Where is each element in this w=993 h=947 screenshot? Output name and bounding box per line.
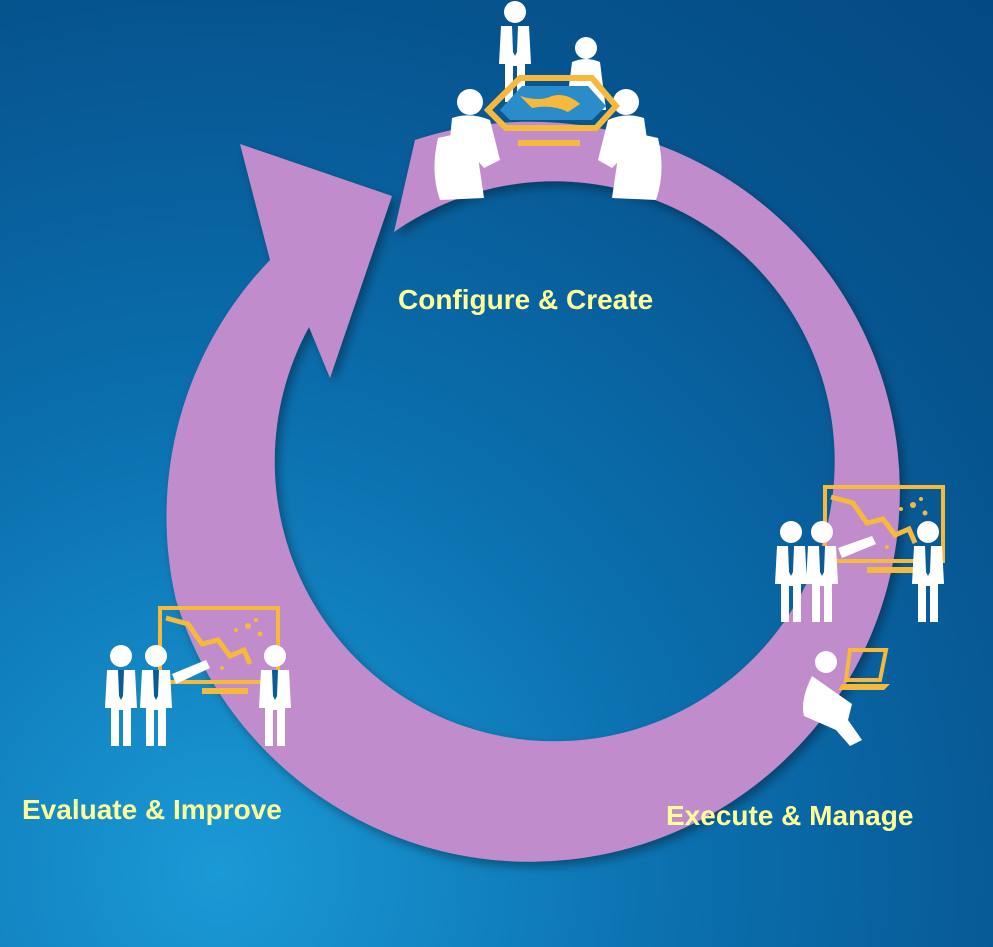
stage-label-evaluate-improve: Evaluate & Improve: [22, 794, 282, 825]
stage-label-execute-manage: Execute & Manage: [666, 800, 914, 831]
map-presentation-icon: [105, 608, 291, 746]
stage-label-configure-create: Configure & Create: [398, 284, 654, 315]
meeting-table-icon: [434, 1, 662, 200]
cycle-arrow: [166, 121, 900, 862]
map-presentation-laptop-icon: [775, 487, 944, 746]
